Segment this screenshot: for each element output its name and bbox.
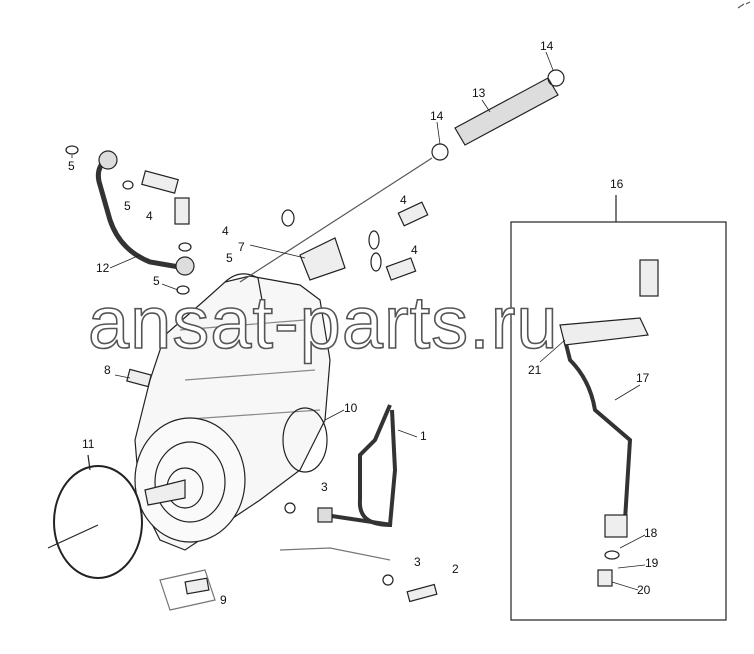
kit-16-frame xyxy=(510,221,727,621)
callout-5: 5 xyxy=(68,159,75,173)
callout-4: 4 xyxy=(146,209,153,223)
union-nut xyxy=(604,514,628,538)
pipe-1-end xyxy=(324,513,393,527)
air-compressor xyxy=(134,273,331,551)
callout-17: 17 xyxy=(636,371,650,385)
leader-11 xyxy=(87,454,91,471)
corner-mark xyxy=(737,1,751,9)
callout-3: 3 xyxy=(414,555,421,569)
banjo-bolt-4 xyxy=(174,197,190,225)
washers-5 xyxy=(65,145,382,295)
banjo-fitting xyxy=(175,256,195,276)
assembly-line xyxy=(239,157,433,283)
seal-ring-3 xyxy=(382,574,394,586)
callout-20: 20 xyxy=(637,583,651,597)
callout-4: 4 xyxy=(222,224,229,238)
fitting-20 xyxy=(597,569,613,587)
callout-3: 3 xyxy=(321,480,328,494)
callout-9: 9 xyxy=(220,593,227,607)
callout-7: 7 xyxy=(238,240,245,254)
callout-16: 16 xyxy=(610,177,624,191)
leader-11b xyxy=(47,524,99,549)
o-ring-11 xyxy=(53,465,143,579)
pipe-nut xyxy=(317,507,333,523)
bolt-8 xyxy=(126,368,152,388)
bolt-9-plane xyxy=(159,569,216,611)
callout-11: 11 xyxy=(82,437,95,451)
callout-2: 2 xyxy=(452,562,459,576)
callout-14: 14 xyxy=(540,39,554,53)
pipe-12 xyxy=(95,158,186,271)
banjo-bolt-4 xyxy=(141,170,179,194)
callout-19: 19 xyxy=(645,556,659,570)
assembly-line xyxy=(279,547,391,561)
callout-21: 21 xyxy=(528,363,542,377)
callout-5: 5 xyxy=(153,274,160,288)
callout-10: 10 xyxy=(344,401,358,415)
pipe-1 xyxy=(357,404,398,528)
watermark: ansat-parts.ru xyxy=(87,281,559,364)
kit-bolt xyxy=(639,259,659,297)
callout-4: 4 xyxy=(400,193,407,207)
o-ring-19 xyxy=(604,550,620,560)
pipe-17 xyxy=(563,339,633,521)
callout-5: 5 xyxy=(226,251,233,265)
seal-ring-3 xyxy=(284,502,296,514)
bracket-21 xyxy=(559,317,649,346)
callout-18: 18 xyxy=(644,526,658,540)
bolt-2 xyxy=(406,583,438,603)
leaders xyxy=(71,51,646,591)
clamp-14a xyxy=(431,143,449,161)
fitting-7 xyxy=(299,237,346,281)
banjo-bolt-4 xyxy=(385,257,417,281)
callout-13: 13 xyxy=(472,86,486,100)
callout-5: 5 xyxy=(124,199,131,213)
callout-14: 14 xyxy=(430,109,444,123)
callout-1: 1 xyxy=(420,429,427,443)
callout-12: 12 xyxy=(96,261,110,275)
callout-4: 4 xyxy=(411,243,418,257)
bolt-9 xyxy=(184,577,210,595)
callout-8: 8 xyxy=(104,363,111,377)
banjo-bolt-4 xyxy=(397,201,429,227)
hose-13 xyxy=(454,77,559,146)
banjo-fitting xyxy=(98,150,118,170)
clamp-14b xyxy=(547,69,565,87)
